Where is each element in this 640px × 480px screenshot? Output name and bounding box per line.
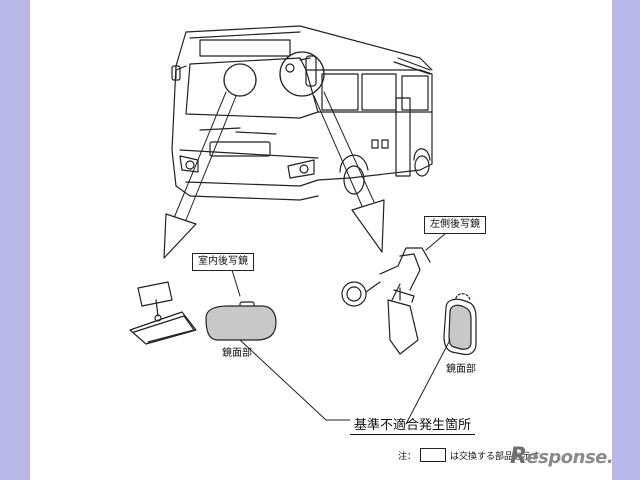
interior-mirror-drawing [129, 281, 197, 345]
interior-mirror-highlight [223, 63, 257, 97]
left-mirror-highlight [279, 51, 325, 97]
document-sheet [30, 0, 612, 480]
legend-swatch [420, 448, 447, 462]
note-suffix: は交換する部品を示す [450, 451, 541, 462]
left-mirror-label: 左側後写鏡 [424, 216, 486, 234]
bus-illustration [171, 25, 433, 201]
arrow-to-left-mirror [313, 91, 385, 253]
interior-mirror-surface [205, 301, 277, 341]
interior-mirror-label: 室内後写鏡 [192, 253, 254, 271]
response-watermark: Response. [510, 444, 614, 469]
leader-line-interior [239, 339, 351, 421]
mirror-surface-caption-2: 鏡面部 [446, 364, 476, 375]
arrow-to-interior-mirror [163, 91, 237, 259]
non-conformity-callout: 基準不適合発生箇所 [350, 414, 476, 435]
watermark-text: esponse. [526, 447, 614, 468]
mirror-surface-caption-1: 鏡面部 [222, 348, 252, 359]
watermark-mark: R [510, 444, 527, 469]
note-prefix: 注： [398, 451, 417, 462]
left-mirror-drawing [341, 247, 431, 355]
left-mirror-surface [443, 293, 477, 356]
leader-line-left [405, 339, 451, 425]
label-line-interior [231, 269, 241, 297]
legend-note: 注： は交換する部品を示す [398, 448, 540, 462]
